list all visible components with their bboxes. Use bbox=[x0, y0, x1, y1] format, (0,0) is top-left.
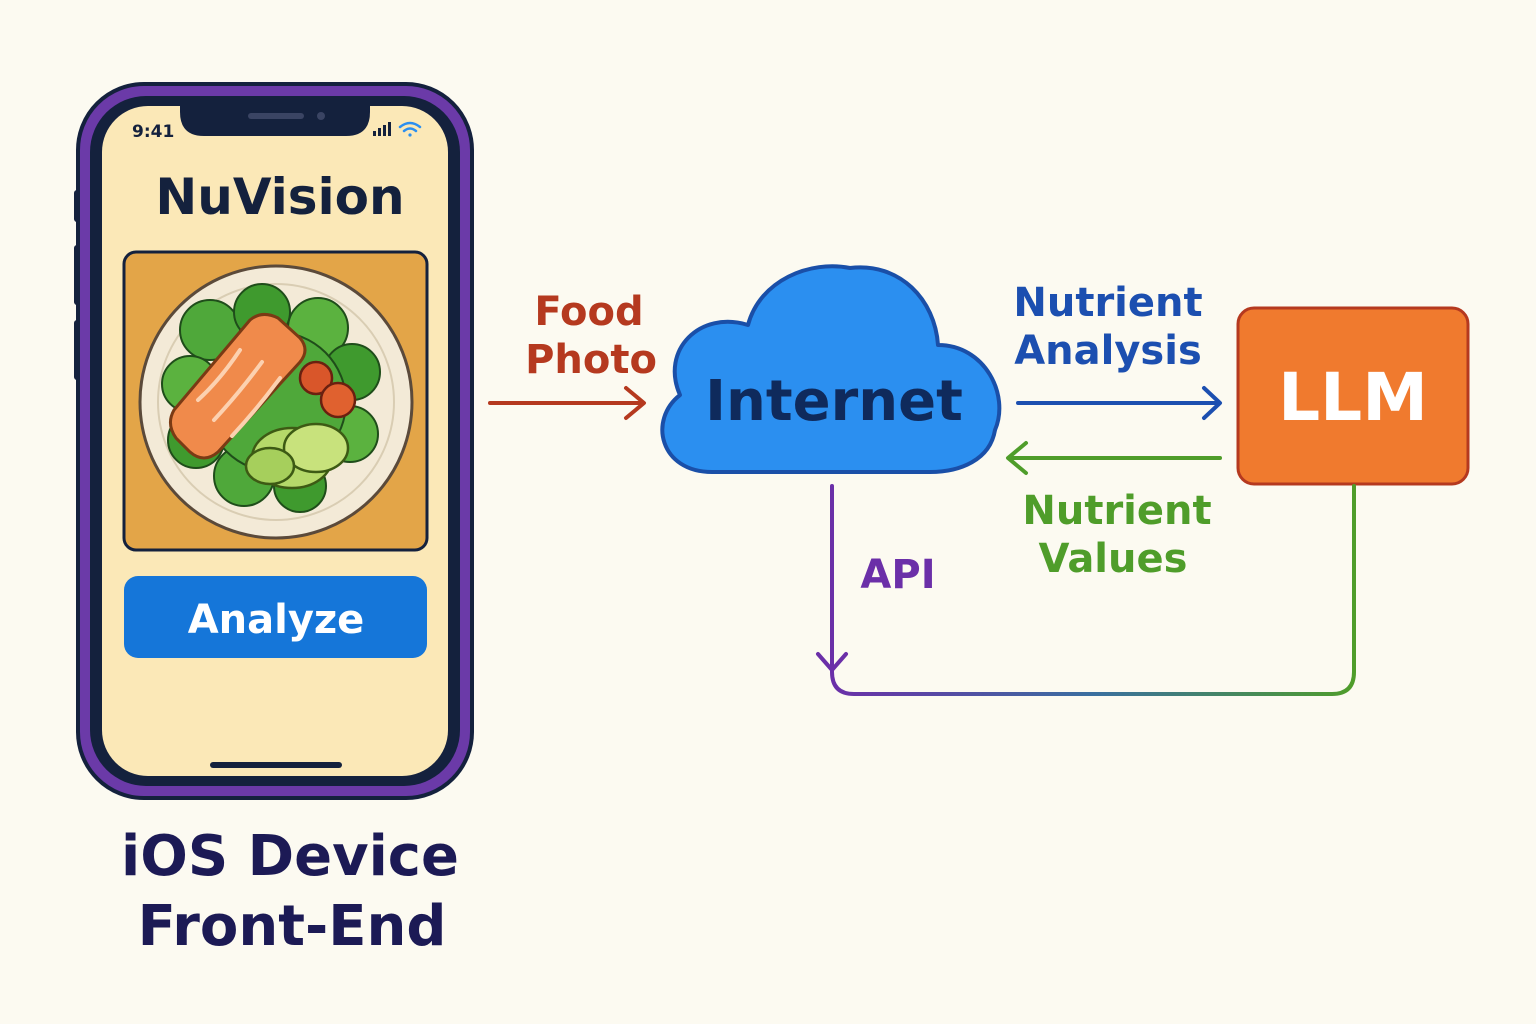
nutrient-analysis-arrow bbox=[1016, 386, 1222, 420]
internet-label: Internet bbox=[705, 369, 963, 434]
status-time: 9:41 bbox=[132, 122, 174, 142]
device-caption-line2: Front-End bbox=[138, 894, 447, 959]
app-title: NuVision bbox=[155, 168, 404, 226]
home-indicator bbox=[210, 762, 342, 768]
signal-icon bbox=[373, 122, 391, 136]
llm-label: LLM bbox=[1278, 359, 1428, 436]
speaker-grille bbox=[248, 113, 304, 119]
cherry-tomatoes bbox=[298, 360, 357, 419]
api-label: API bbox=[860, 552, 935, 598]
salmon-fillet bbox=[169, 313, 307, 460]
analyze-button[interactable] bbox=[124, 576, 427, 658]
food-photo-label-line1: Food bbox=[534, 289, 643, 335]
nutrient-values-arrow bbox=[1006, 441, 1222, 475]
avocado-slices bbox=[244, 422, 350, 490]
phone-notch bbox=[180, 106, 370, 136]
nutrient-analysis-label-line1: Nutrient bbox=[1013, 280, 1202, 326]
api-loop-line bbox=[816, 484, 1356, 696]
food-photo-label-line2: Photo bbox=[525, 337, 657, 383]
device-caption-line1: iOS Device bbox=[121, 824, 459, 889]
wifi-icon bbox=[398, 121, 422, 137]
internet-cloud bbox=[660, 264, 1002, 474]
llm-box bbox=[1236, 306, 1470, 486]
nutrient-analysis-label-line2: Analysis bbox=[1014, 328, 1202, 374]
iphone-device: 9:41 NuVision bbox=[74, 82, 474, 800]
food-photo bbox=[122, 250, 429, 552]
front-camera bbox=[317, 112, 325, 120]
nutrient-values-label-line2: Values bbox=[1039, 536, 1188, 582]
nutrient-values-label-line1: Nutrient bbox=[1022, 488, 1211, 534]
food-photo-arrow bbox=[488, 386, 646, 420]
analyze-button-label: Analyze bbox=[188, 597, 365, 643]
